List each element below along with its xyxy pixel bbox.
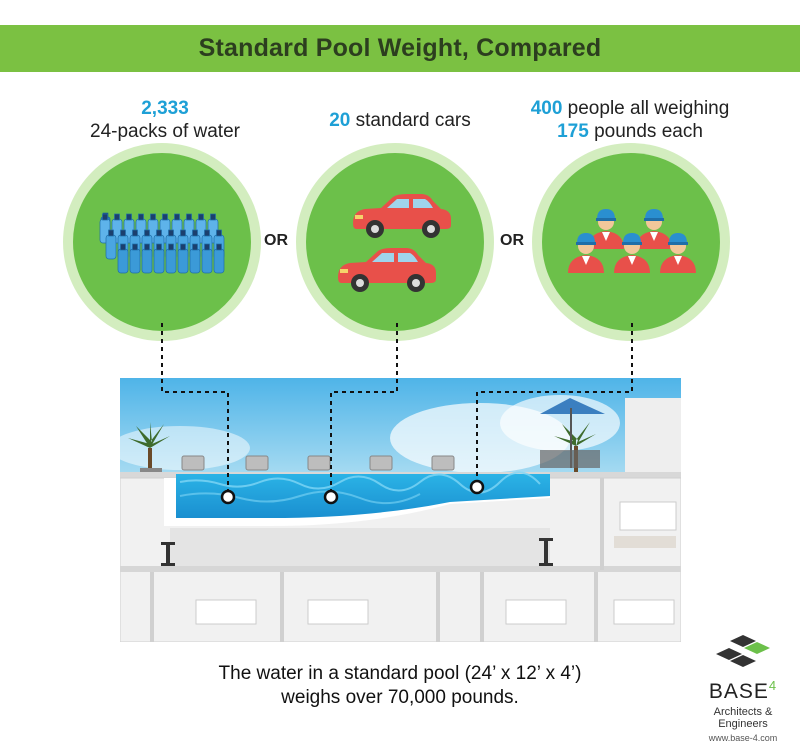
logo-brand-text: BASE	[708, 680, 769, 703]
logo-subtitle: Architects & Engineers	[713, 706, 773, 730]
cars-circle	[306, 153, 484, 331]
logo-url: www.base-4.com	[708, 733, 778, 743]
or-label-1: OR	[264, 232, 288, 249]
pool-cross-section-illustration	[120, 378, 681, 642]
footer-statement: The water in a standard pool (24’ x 12’ …	[180, 662, 620, 710]
logo-brand-superscript: 4	[768, 678, 778, 693]
car-icon	[338, 194, 451, 292]
caption-water: 2,333 24-packs of water	[70, 97, 260, 143]
page-title: Standard Pool Weight, Compared	[198, 34, 602, 62]
people-weight-label: pounds each	[594, 121, 703, 142]
people-label: people all weighing	[567, 98, 730, 119]
people-circle	[542, 153, 720, 331]
people-weight: 175	[557, 121, 589, 142]
people-count: 400	[530, 98, 563, 119]
cars-count: 20	[329, 110, 351, 131]
title-bar: Standard Pool Weight, Compared	[0, 25, 800, 72]
water-bottles-circle	[73, 153, 251, 331]
cars-label: standard cars	[355, 110, 471, 131]
footer-line-1: The water in a standard pool (24’ x 12’ …	[218, 663, 582, 684]
people-icon	[568, 209, 696, 273]
caption-people: 400 people all weighing 175 pounds each	[505, 97, 755, 143]
footer-line-2: weighs over 70,000 pounds.	[281, 687, 519, 708]
or-label-2: OR	[500, 232, 524, 249]
cube-logo-icon	[716, 635, 770, 667]
water-bottles-icon	[99, 212, 225, 274]
logo-brand: BASE4	[688, 678, 798, 704]
water-count: 2,333	[141, 98, 189, 119]
water-label: 24-packs of water	[90, 121, 240, 142]
caption-cars: 20 standard cars	[300, 109, 500, 132]
base4-logo: BASE4 Architects & Engineers www.base-4.…	[688, 635, 798, 743]
pool-building-scene	[120, 378, 681, 642]
